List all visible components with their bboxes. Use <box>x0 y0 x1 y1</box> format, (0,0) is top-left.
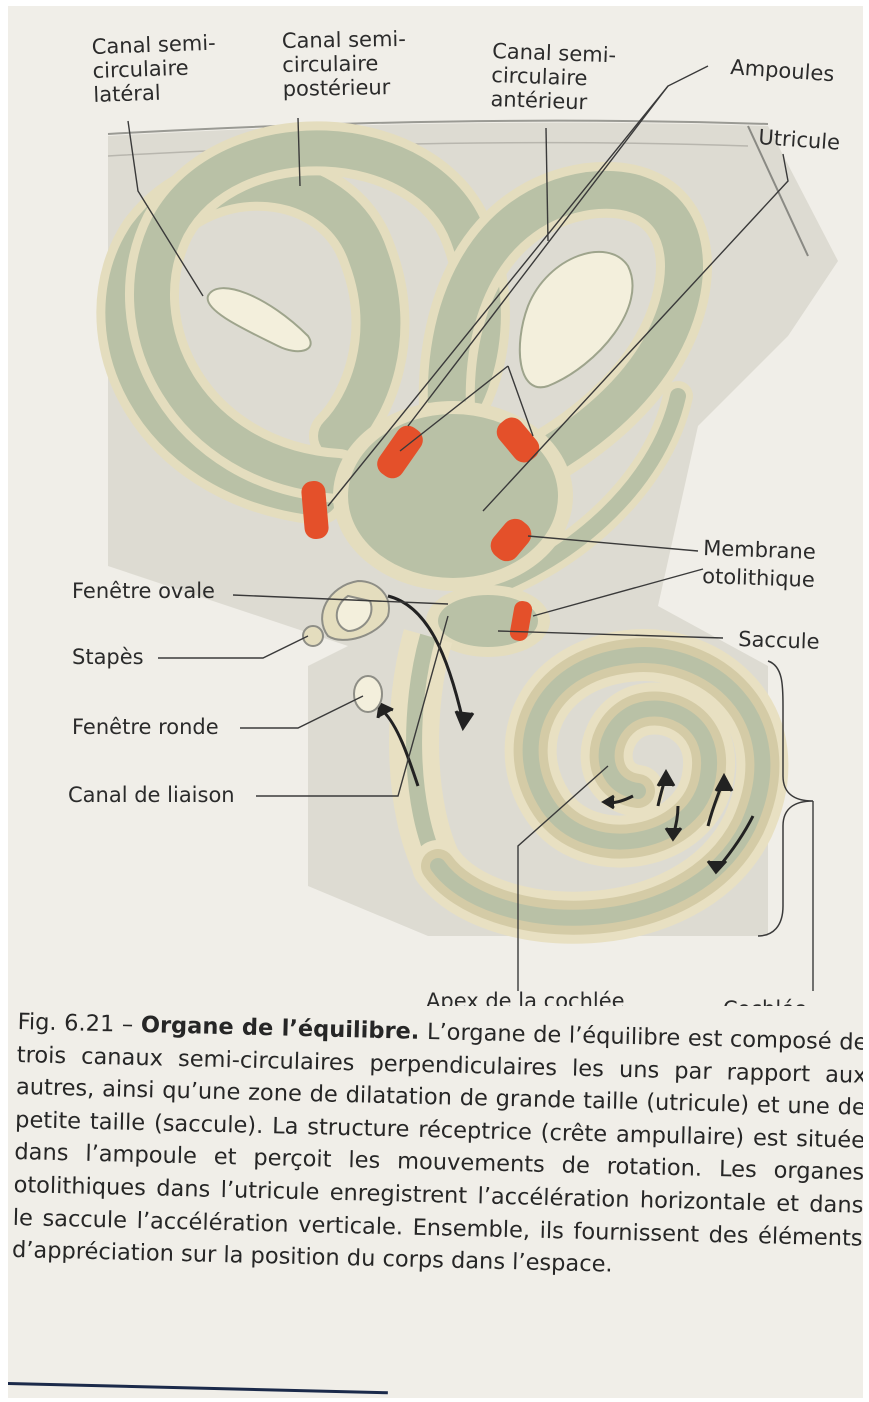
caption-title: Organe de l’équilibre. <box>141 1012 420 1045</box>
label-canal-liaison: Canal de liaison <box>68 783 235 807</box>
label-anterior-canal-line3: antérieur <box>490 87 588 114</box>
label-anterior-canal-line2: circulaire <box>491 63 588 90</box>
label-fenetre-ronde: Fenêtre ronde <box>72 715 219 739</box>
figure-caption: Fig. 6.21 – Organe de l’équilibre. L’org… <box>12 1006 863 1287</box>
label-cochlee: Cochlée <box>723 997 807 1006</box>
label-membrane-line1: Membrane <box>703 536 816 564</box>
inner-ear-diagram: Canal semi- circulaire latéral Canal sem… <box>8 6 863 1006</box>
caption-rule <box>8 1382 388 1394</box>
label-stapes: Stapès <box>72 645 144 669</box>
label-lateral-canal: Canal semi- circulaire latéral <box>91 30 224 107</box>
label-posterior-canal-line1: Canal semi- <box>282 27 406 53</box>
label-lateral-canal-line3: latéral <box>93 81 161 107</box>
label-membrane-otolithique: Membrane otolithique <box>702 536 823 592</box>
label-membrane-line2: otolithique <box>702 564 815 592</box>
label-anterior-canal: Canal semi- circulaire antérieur <box>490 39 623 116</box>
label-posterior-canal-line2: circulaire <box>282 51 378 77</box>
label-posterior-canal: Canal semi- circulaire postérieur <box>282 27 414 101</box>
label-saccule: Saccule <box>738 627 820 654</box>
page: Canal semi- circulaire latéral Canal sem… <box>8 6 863 1398</box>
label-posterior-canal-line3: postérieur <box>283 75 391 101</box>
label-ampoules: Ampoules <box>730 55 835 86</box>
label-fenetre-ovale: Fenêtre ovale <box>72 579 215 603</box>
caption-figure-number: Fig. 6.21 – <box>17 1009 133 1038</box>
round-window-shape <box>354 676 382 712</box>
label-lateral-canal-line2: circulaire <box>92 56 189 83</box>
caption-text: L’organe de l’équilibre est composé de t… <box>12 1019 863 1278</box>
label-apex-cochlee: Apex de la cochlée <box>426 989 625 1006</box>
label-lateral-canal-line1: Canal semi- <box>91 31 216 59</box>
